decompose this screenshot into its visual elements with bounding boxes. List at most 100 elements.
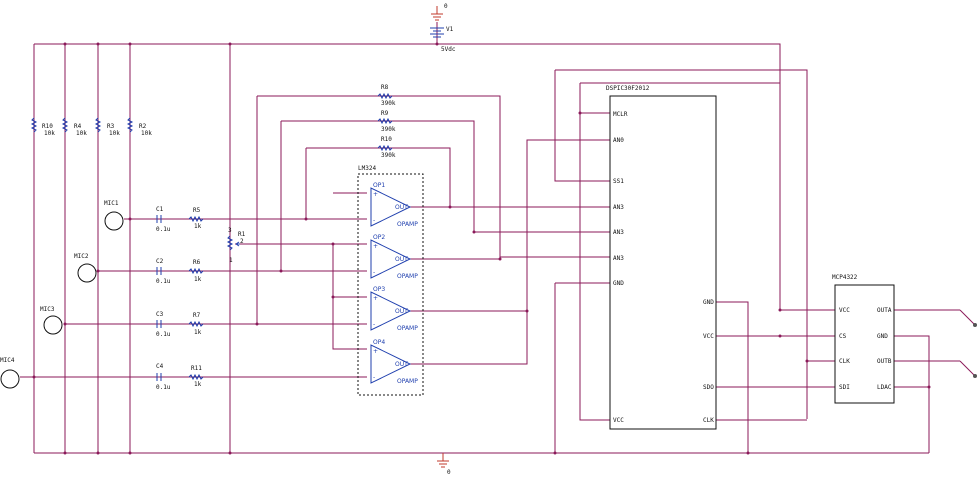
dspic-name: DSPIC30F2012 — [606, 85, 650, 92]
probe-outb-icon — [973, 374, 977, 378]
v1-value: 5Vdc — [441, 46, 456, 53]
r7-name: R7 — [193, 312, 201, 319]
capacitors: C1 0.1u C2 0.1u C3 0.1u C4 0.1u — [156, 206, 171, 391]
c4-value: 0.1u — [156, 384, 171, 391]
opamp-op2: + - OP2 OUT OPAMP — [370, 234, 418, 280]
r1-name: R1 — [238, 231, 246, 238]
r1-pin2: 2 — [240, 238, 244, 245]
r10-value: 10k — [44, 130, 55, 137]
op3-minus: - — [373, 321, 375, 328]
op2-minus: - — [373, 269, 375, 276]
mic3-label: MIC3 — [40, 306, 55, 313]
dspic-pin-vcc-right: VCC — [703, 333, 714, 340]
mcp-pin-ldac: LDAC — [877, 384, 892, 391]
output-probes — [959, 309, 977, 378]
c3-value: 0.1u — [156, 331, 171, 338]
c4-name: C4 — [156, 363, 164, 370]
r9-name: R9 — [381, 110, 389, 117]
ground-bottom-label: 0 — [447, 469, 451, 476]
mcp-pin-gnd: GND — [877, 333, 888, 340]
c1-name: C1 — [156, 206, 164, 213]
r3-name: R3 — [107, 123, 115, 130]
mcp-pin-clk: CLK — [839, 358, 850, 365]
r1-pin1: 1 — [229, 257, 233, 264]
r8-name: R8 — [381, 84, 389, 91]
c2-name: C2 — [156, 258, 164, 265]
mcp-pin-outb: OUTB — [877, 358, 892, 365]
op4-name: OP4 — [373, 339, 385, 346]
c3-name: C3 — [156, 311, 164, 318]
r3-value: 10k — [109, 130, 120, 137]
dspic-pin-mclr: MCLR — [613, 111, 628, 118]
op2-type: OPAMP — [397, 273, 418, 280]
dspic-pin-ss1: SS1 — [613, 178, 624, 185]
op3-name: OP3 — [373, 286, 385, 293]
mic1-label: MIC1 — [104, 200, 119, 207]
dspic-pin-sdo: SDO — [703, 384, 714, 391]
op1-out: OUT — [395, 204, 408, 211]
r10b-name: R10 — [381, 136, 392, 143]
op1-minus: - — [373, 217, 375, 224]
op2-out: OUT — [395, 256, 408, 263]
c1-value: 0.1u — [156, 226, 171, 233]
op4-type: OPAMP — [397, 378, 418, 385]
op4-out: OUT — [395, 361, 408, 368]
opamp-op1: + - OP1 OUT OPAMP — [370, 182, 418, 228]
potentiometer-r1: R1 3 2 1 — [226, 227, 246, 264]
vertical-resistors: R10 10k R4 10k R3 10k R2 10k — [30, 117, 152, 137]
op1-plus: + — [373, 191, 378, 198]
dspic-pin-an3-a: AN3 — [613, 204, 624, 211]
r5-name: R5 — [193, 207, 201, 214]
r5-value: 1k — [194, 223, 202, 230]
r10b-value: 390k — [381, 152, 396, 159]
ground-top-label: 0 — [444, 3, 448, 10]
r1-pin3: 3 — [228, 227, 232, 234]
dspic-pin-an3-c: AN3 — [613, 255, 624, 262]
ground-symbol-top: 0 — [431, 3, 448, 21]
battery-v1: V1 5Vdc — [430, 26, 456, 53]
mcp-pin-vcc: VCC — [839, 307, 850, 314]
dspic-pin-gnd-left: GND — [613, 280, 624, 287]
dspic-pin-vcc-left: VCC — [613, 417, 624, 424]
mcp-pin-sdi: SDI — [839, 384, 850, 391]
op3-type: OPAMP — [397, 325, 418, 332]
r2-name: R2 — [139, 123, 147, 130]
op1-name: OP1 — [373, 182, 385, 189]
c2-value: 0.1u — [156, 278, 171, 285]
dspic-pin-an0: AN0 — [613, 137, 624, 144]
feedback-resistors: R8 390k R9 390k R10 390k — [377, 84, 396, 159]
r11-name: R11 — [191, 365, 202, 372]
mic4-label: MIC4 — [0, 357, 15, 364]
ground-symbol-bottom: 0 — [437, 453, 451, 476]
dspic-chip: DSPIC30F2012 MCLR AN0 SS1 AN3 AN3 AN3 GN… — [606, 85, 717, 430]
lm324-label: LM324 — [358, 165, 376, 172]
r6-name: R6 — [193, 259, 201, 266]
r11-value: 1k — [194, 381, 202, 388]
dspic-pin-an3-b: AN3 — [613, 229, 624, 236]
op4-plus: + — [373, 348, 378, 355]
microphones: MIC1 MIC2 MIC3 MIC4 — [0, 200, 124, 389]
mcp-pin-outa: OUTA — [877, 307, 892, 314]
mic2-label: MIC2 — [74, 253, 89, 260]
r8-value: 390k — [381, 100, 396, 107]
r6-value: 1k — [194, 276, 202, 283]
opamp-op3: + - OP3 OUT OPAMP — [370, 286, 418, 332]
junction-dots — [32, 42, 931, 455]
op3-plus: + — [373, 295, 378, 302]
input-resistors: R5 1k R6 1k R7 1k R11 1k — [188, 207, 204, 388]
op4-minus: - — [373, 374, 375, 381]
r9-value: 390k — [381, 126, 396, 133]
r7-value: 1k — [194, 329, 202, 336]
lm324-block: LM324 — [357, 165, 424, 396]
opamp-op4: + - OP4 OUT OPAMP — [370, 339, 418, 385]
dspic-pin-gnd-right: GND — [703, 299, 714, 306]
mcp-chip: MCP4322 VCC CS CLK SDI OUTA GND OUTB LDA… — [832, 274, 895, 404]
v1-name: V1 — [446, 26, 454, 33]
op1-type: OPAMP — [397, 221, 418, 228]
mcp-name: MCP4322 — [832, 274, 858, 281]
probe-outa-icon — [973, 323, 977, 327]
r4-name: R4 — [74, 123, 82, 130]
r2-value: 10k — [141, 130, 152, 137]
dspic-pin-clk: CLK — [703, 417, 714, 424]
